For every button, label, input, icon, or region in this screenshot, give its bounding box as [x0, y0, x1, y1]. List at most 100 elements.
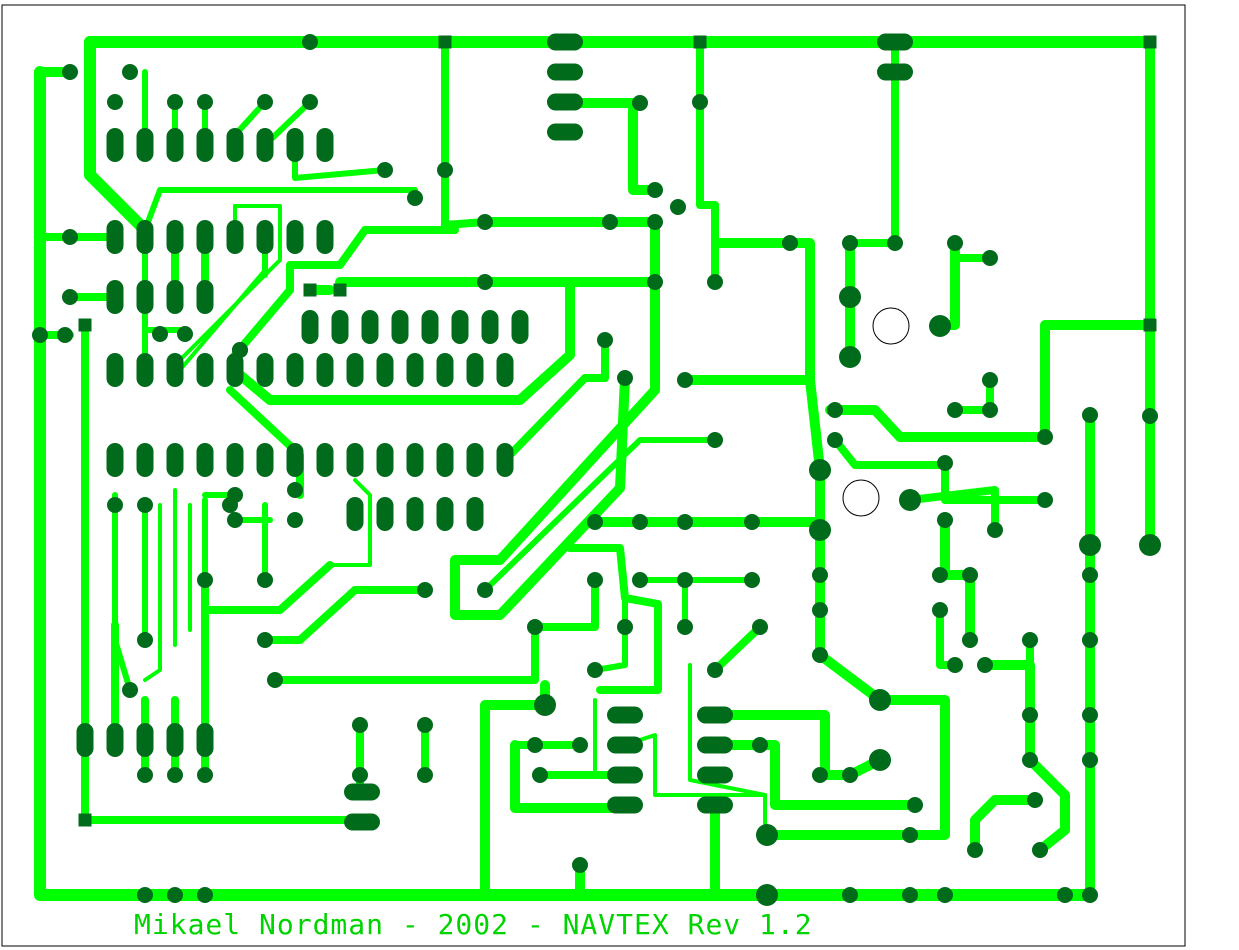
solder-pad	[1022, 632, 1038, 648]
solder-pad	[137, 632, 153, 648]
solder-pad	[947, 235, 963, 251]
solder-pad	[166, 280, 184, 314]
solder-pad	[1037, 429, 1053, 445]
solder-pad	[869, 749, 891, 771]
solder-pad	[1022, 752, 1038, 768]
solder-pad	[166, 723, 184, 757]
mounting-hole	[872, 307, 910, 345]
solder-pad	[166, 353, 184, 387]
solder-pad	[256, 353, 274, 387]
solder-pad	[136, 128, 154, 162]
solder-pad	[962, 632, 978, 648]
solder-pad	[286, 443, 304, 477]
solder-pad	[406, 443, 424, 477]
solder-pad	[982, 402, 998, 418]
solder-pad	[226, 443, 244, 477]
copper-trace	[710, 740, 920, 810]
solder-pad	[907, 797, 923, 813]
solder-pad	[1082, 887, 1098, 903]
copper-trace	[235, 277, 575, 405]
solder-pad	[32, 327, 48, 343]
solder-pad	[877, 33, 913, 51]
solder-pad	[632, 514, 648, 530]
copper-trace	[940, 515, 975, 645]
solder-pad	[481, 310, 499, 344]
solder-pad	[982, 372, 998, 388]
copper-trace	[711, 623, 764, 674]
copper-trace	[566, 544, 662, 694]
solder-pad	[316, 128, 334, 162]
solder-pad	[316, 220, 334, 254]
solder-pad	[1027, 792, 1043, 808]
copper-trace	[970, 795, 1040, 855]
square-pad	[78, 318, 92, 332]
solder-pad	[167, 767, 183, 783]
solder-pad	[407, 190, 423, 206]
solder-pad	[106, 353, 124, 387]
mounting-holes	[842, 307, 910, 517]
solder-pad	[346, 353, 364, 387]
copper-trace	[510, 740, 630, 813]
solder-pad	[587, 572, 603, 588]
square-pad	[1143, 318, 1157, 332]
solder-pad	[196, 280, 214, 314]
solder-pad	[136, 443, 154, 477]
solder-pad	[137, 767, 153, 783]
solder-pad	[902, 827, 918, 843]
copper-trace	[688, 663, 767, 837]
solder-pad	[436, 443, 454, 477]
solder-pad	[226, 128, 244, 162]
solder-pad	[122, 64, 138, 80]
copper-trace	[906, 486, 999, 534]
solder-pad	[346, 443, 364, 477]
solder-pad	[929, 315, 951, 337]
solder-pad	[344, 813, 380, 831]
solder-pad	[809, 459, 831, 481]
solder-pad	[197, 887, 213, 903]
solder-pad	[632, 572, 648, 588]
solder-pad	[256, 220, 274, 254]
solder-pad	[607, 766, 643, 784]
solder-pad	[107, 94, 123, 110]
solder-pad	[707, 662, 723, 678]
solder-pad	[106, 723, 124, 757]
solder-pad	[256, 443, 274, 477]
solder-pad	[572, 857, 588, 873]
solder-pad	[744, 514, 760, 530]
solder-pad	[932, 567, 948, 583]
solder-pad	[647, 274, 663, 290]
copper-trace	[271, 621, 539, 684]
solder-pad	[977, 657, 993, 673]
solder-pad	[527, 737, 543, 753]
solder-pad	[267, 672, 283, 688]
solder-pad	[417, 582, 433, 598]
solder-pad	[257, 94, 273, 110]
solder-pad	[136, 723, 154, 757]
copper-trace	[261, 586, 429, 644]
solder-pad	[839, 286, 861, 308]
solder-pad	[617, 619, 633, 635]
solder-pad	[617, 370, 633, 386]
solder-pad	[527, 619, 543, 635]
solder-pad	[196, 220, 214, 254]
solder-pad	[377, 162, 393, 178]
solder-pad	[436, 497, 454, 531]
solder-pad	[226, 220, 244, 254]
solder-pad	[677, 619, 693, 635]
solder-pad	[256, 128, 274, 162]
solder-pad	[136, 220, 154, 254]
solder-pad	[287, 482, 303, 498]
solder-pad	[62, 289, 78, 305]
solder-pad	[76, 723, 94, 757]
solder-pad	[947, 402, 963, 418]
solder-pad	[62, 229, 78, 245]
copper-trace	[715, 238, 815, 385]
solder-pad	[166, 220, 184, 254]
copper-trace	[501, 336, 609, 464]
solder-pad	[376, 353, 394, 387]
mounting-hole	[842, 479, 880, 517]
solder-pad	[346, 497, 364, 531]
solder-pad	[331, 310, 349, 344]
solder-pad	[391, 310, 409, 344]
solder-pad	[697, 766, 733, 784]
